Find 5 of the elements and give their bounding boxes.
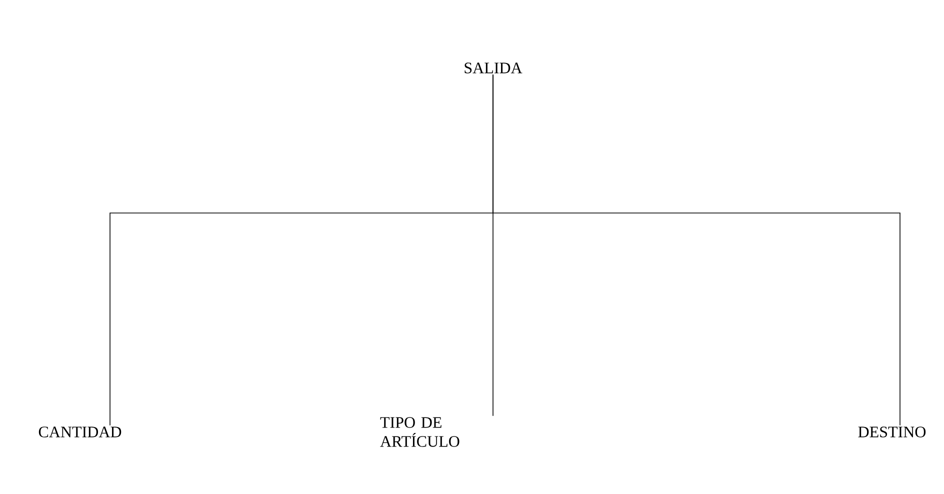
node-label: CANTIDAD xyxy=(38,426,122,438)
node-label: SALIDA xyxy=(464,62,522,74)
node-label: DESTINO xyxy=(858,426,926,438)
connector-line xyxy=(492,74,900,426)
node-label: TIPO DE ARTÍCULO xyxy=(380,417,460,447)
